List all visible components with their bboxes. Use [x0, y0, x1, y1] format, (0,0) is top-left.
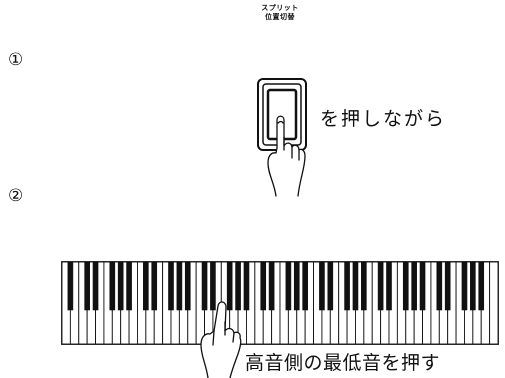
- pressing-finger-icon: [200, 301, 242, 378]
- black-key: [361, 261, 367, 311]
- black-key: [402, 261, 409, 311]
- button-label-line2: 位置切替: [265, 13, 295, 21]
- black-key: [444, 261, 451, 311]
- black-key: [478, 261, 485, 311]
- black-key: [117, 261, 124, 311]
- black-key: [293, 261, 300, 311]
- black-key: [176, 261, 183, 311]
- white-key: [489, 261, 499, 345]
- black-key: [243, 261, 250, 311]
- black-key: [260, 261, 267, 311]
- black-key: [470, 261, 476, 311]
- black-key: [126, 261, 132, 311]
- split-button-label: スプリット 位置切替: [250, 4, 310, 22]
- white-keys: [61, 261, 499, 345]
- black-key: [327, 261, 334, 311]
- black-key: [184, 261, 191, 311]
- black-key: [92, 261, 99, 311]
- black-key: [226, 261, 233, 311]
- piano-keyboard: [61, 261, 499, 345]
- black-key: [235, 261, 241, 311]
- step-1-instruction: を押しながら: [320, 108, 447, 130]
- black-key: [285, 261, 292, 311]
- black-key: [151, 261, 158, 311]
- black-key: [352, 261, 359, 311]
- black-key: [109, 261, 116, 311]
- black-key: [67, 261, 74, 311]
- black-key: [143, 261, 149, 311]
- button-label-line1: スプリット: [261, 4, 299, 12]
- black-key: [168, 261, 174, 311]
- black-key: [461, 261, 468, 311]
- black-key: [210, 261, 216, 311]
- black-key: [201, 261, 208, 311]
- pressing-hand-icon: [267, 115, 306, 197]
- black-keys: [67, 261, 485, 311]
- black-key: [344, 261, 350, 311]
- black-key: [419, 261, 426, 311]
- black-key: [268, 261, 275, 311]
- black-key: [386, 261, 392, 311]
- step-2-instruction: 高音側の最低音を押す: [245, 352, 441, 374]
- black-key: [377, 261, 384, 311]
- black-key: [84, 261, 90, 311]
- split-button-illustration: [257, 78, 307, 197]
- step-1-number: ①: [8, 50, 24, 70]
- step-2-number: ②: [8, 186, 24, 206]
- black-key: [436, 261, 443, 311]
- black-key: [302, 261, 308, 311]
- black-key: [319, 261, 325, 311]
- black-key: [411, 261, 417, 311]
